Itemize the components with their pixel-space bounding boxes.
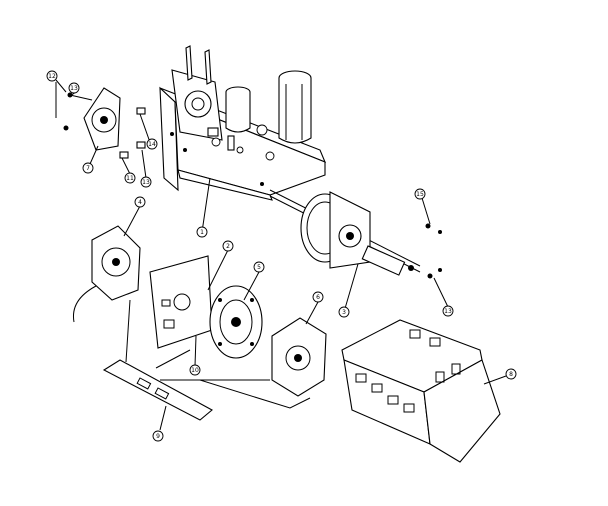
callout-3-label: 3 bbox=[342, 309, 346, 316]
callout-15: 15 bbox=[414, 188, 426, 200]
callout-9-label: 9 bbox=[156, 433, 160, 440]
callout-1: 1 bbox=[196, 226, 208, 238]
callout-13-label: 13 bbox=[142, 179, 150, 186]
callout-3: 3 bbox=[338, 306, 350, 318]
callout-13-label: 13 bbox=[444, 308, 452, 315]
rotary-switch bbox=[209, 285, 263, 359]
housing-frame bbox=[341, 319, 501, 463]
switch-wafer-right bbox=[271, 317, 327, 397]
callout-11: 11 bbox=[124, 172, 136, 184]
callout-14: 14 bbox=[146, 138, 158, 150]
callout-12: 12 bbox=[46, 70, 58, 82]
callout-14-label: 14 bbox=[148, 141, 156, 148]
callouts: 1 2 3 4 5 6 7 8 bbox=[46, 70, 517, 442]
upper-switch-wafer bbox=[55, 82, 146, 159]
callout-2: 2 bbox=[222, 240, 234, 252]
callout-6-label: 6 bbox=[316, 294, 320, 301]
callout-13-label: 13 bbox=[70, 85, 78, 92]
callout-15-label: 15 bbox=[416, 191, 424, 198]
callout-10-label: 10 bbox=[191, 367, 199, 374]
callout-9: 9 bbox=[152, 430, 164, 442]
main-chassis bbox=[159, 45, 327, 201]
callout-7: 7 bbox=[82, 162, 94, 174]
callout-8-label: 8 bbox=[509, 371, 513, 378]
bottom-bracket bbox=[102, 299, 311, 421]
leader-lines bbox=[55, 79, 507, 431]
switch-wafer-left bbox=[72, 225, 141, 323]
callout-1-label: 1 bbox=[200, 229, 204, 236]
callout-6: 6 bbox=[312, 291, 324, 303]
callout-13-right: 13 bbox=[442, 305, 454, 317]
shaft-gear-assembly bbox=[269, 189, 442, 279]
callout-5: 5 bbox=[253, 261, 265, 273]
callout-13-upper-left: 13 bbox=[68, 82, 80, 94]
callout-5-label: 5 bbox=[257, 264, 261, 271]
callout-2-label: 2 bbox=[226, 243, 230, 250]
callout-13-middle: 13 bbox=[140, 176, 152, 188]
callout-11-label: 11 bbox=[126, 175, 134, 182]
callout-4-label: 4 bbox=[138, 199, 142, 206]
callout-10: 10 bbox=[189, 364, 201, 376]
callout-4: 4 bbox=[134, 196, 146, 208]
callout-8: 8 bbox=[505, 368, 517, 380]
callout-12-label: 12 bbox=[48, 73, 56, 80]
callout-7-label: 7 bbox=[86, 165, 90, 172]
mounting-plate bbox=[149, 255, 213, 349]
